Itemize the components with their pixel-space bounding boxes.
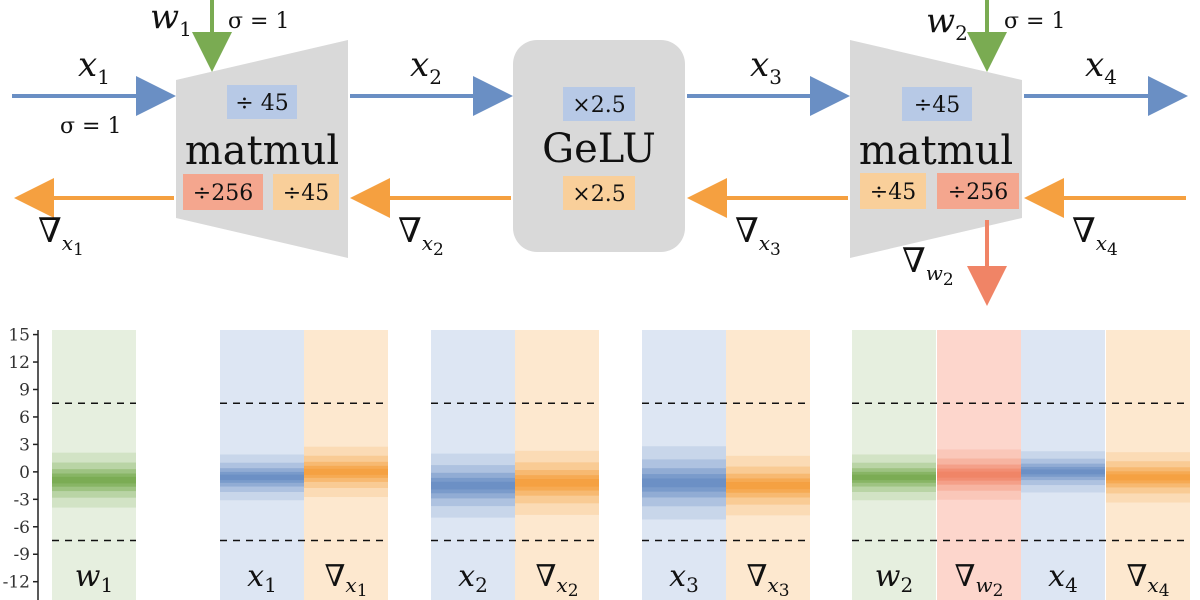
gelu-block: [513, 40, 685, 252]
column-background: [431, 330, 515, 600]
density-band: [1106, 474, 1190, 481]
computation-graph: ÷ 45 ÷256 ÷45 matmul ×2.5 GeLU ×2.5 ÷45 …: [12, 0, 1188, 306]
sigma-x1: σ = 1: [60, 114, 121, 139]
density-band: [642, 478, 726, 488]
label-x4: x4: [1085, 45, 1117, 89]
label-x1: x1: [78, 45, 110, 89]
y-tick-label: -6: [13, 518, 30, 538]
gelu-fwd-scale: ×2.5: [572, 93, 625, 118]
column-background: [937, 330, 1021, 600]
density-band: [515, 479, 599, 487]
gelu-bwd-scale: ×2.5: [572, 182, 625, 207]
matmul1-fwd-scale-box: [227, 85, 297, 119]
column-label-gx3: ∇x3: [746, 559, 789, 600]
label-w2: w2: [926, 1, 968, 45]
matmul1-bwd-scale-a: ÷256: [193, 181, 253, 206]
density-band: [52, 476, 136, 484]
label-x2: x2: [410, 45, 442, 89]
column-label-w1: w1: [75, 559, 113, 597]
y-tick-label: -12: [3, 573, 30, 593]
gelu-bwd-scale-box: [563, 176, 635, 210]
y-tick-label: -9: [13, 545, 30, 565]
column-background: [1021, 330, 1105, 600]
sigma-w1: σ = 1: [228, 9, 289, 34]
matmul2-fwd-scale: ÷45: [914, 93, 960, 118]
histogram-column-x4: [1021, 330, 1105, 600]
histogram-column-gx1: [304, 330, 388, 600]
column-label-gx4: ∇x4: [1126, 559, 1169, 600]
gelu-fwd-scale-box: [563, 87, 635, 121]
gelu-label: GeLU: [542, 126, 656, 172]
y-tick-label: 9: [19, 380, 30, 400]
matmul1-bwd-scale-b: ÷45: [283, 181, 329, 206]
column-background: [642, 330, 726, 600]
density-band: [1021, 469, 1105, 475]
column-background: [515, 330, 599, 600]
label-grad-x4: ∇x4: [1072, 211, 1118, 260]
column-label-w2: w2: [875, 559, 913, 597]
matmul2-label: matmul: [859, 128, 1013, 174]
matmul2-fwd-scale-box: [902, 87, 972, 121]
column-label-gw2: ∇w2: [955, 559, 1004, 600]
density-band: [220, 474, 304, 481]
label-grad-x1: ∇x1: [38, 211, 84, 260]
histogram-dashed-lines: [52, 402, 1190, 542]
label-grad-w2: ∇w2: [902, 241, 954, 290]
y-tick-label: 3: [19, 435, 30, 455]
column-background: [726, 330, 810, 600]
matmul2-bwd-scale-b: ÷256: [948, 180, 1008, 205]
matmul2-bwd-scale-b-box: [937, 173, 1019, 209]
y-tick-label: -3: [13, 490, 30, 510]
histogram-column-w1: [52, 330, 136, 600]
histogram-columns: [52, 330, 1190, 600]
density-band: [431, 481, 515, 490]
column-background: [220, 330, 304, 600]
histogram-column-gx3: [726, 330, 810, 600]
matmul1-bwd-scale-b-box: [273, 174, 339, 210]
histogram-column-x3: [642, 330, 726, 600]
column-label-gx1: ∇x1: [324, 559, 367, 600]
matmul2-bwd-scale-a: ÷45: [870, 180, 916, 205]
density-band: [937, 471, 1021, 478]
y-tick-label: 12: [8, 353, 30, 373]
matmul1-label: matmul: [185, 128, 339, 174]
column-label-x2: x2: [458, 559, 488, 597]
label-grad-x3: ∇x3: [735, 211, 781, 260]
histogram-column-gx2: [515, 330, 599, 600]
label-grad-x2: ∇x2: [398, 211, 444, 260]
histogram-column-gx4: [1106, 330, 1190, 600]
histogram-column-gw2: [937, 330, 1021, 600]
y-tick-label: 15: [8, 326, 30, 346]
label-w1: w1: [150, 0, 192, 41]
matmul1-bwd-scale-a-box: [183, 174, 263, 210]
column-background: [304, 330, 388, 600]
histogram-column-w2: [852, 330, 936, 600]
histogram-axis: 15 12 9 6 3 0 -3 -6 -9 -12: [3, 326, 39, 600]
column-label-x4: x4: [1048, 559, 1078, 597]
y-tick-label: 0: [19, 463, 30, 483]
column-label-gx2: ∇x2: [535, 559, 578, 600]
histogram-column-x2: [431, 330, 515, 600]
y-tick-label: 6: [19, 408, 30, 428]
matmul1-fwd-scale: ÷ 45: [235, 91, 288, 116]
density-band: [304, 468, 388, 475]
density-band: [726, 482, 810, 490]
sigma-w2: σ = 1: [1004, 9, 1065, 34]
column-background: [1106, 330, 1190, 600]
column-background: [52, 330, 136, 600]
matmul2-bwd-scale-a-box: [860, 173, 926, 209]
histogram-column-x1: [220, 330, 304, 600]
histogram-labels: w1 x1 ∇x1 x2 ∇x2 x3 ∇x3 w2 ∇w2 x4 ∇x4: [75, 559, 1170, 600]
label-x3: x3: [750, 45, 782, 89]
column-label-x3: x3: [669, 559, 699, 597]
density-band: [852, 474, 936, 481]
column-label-x1: x1: [247, 559, 277, 597]
column-background: [852, 330, 936, 600]
